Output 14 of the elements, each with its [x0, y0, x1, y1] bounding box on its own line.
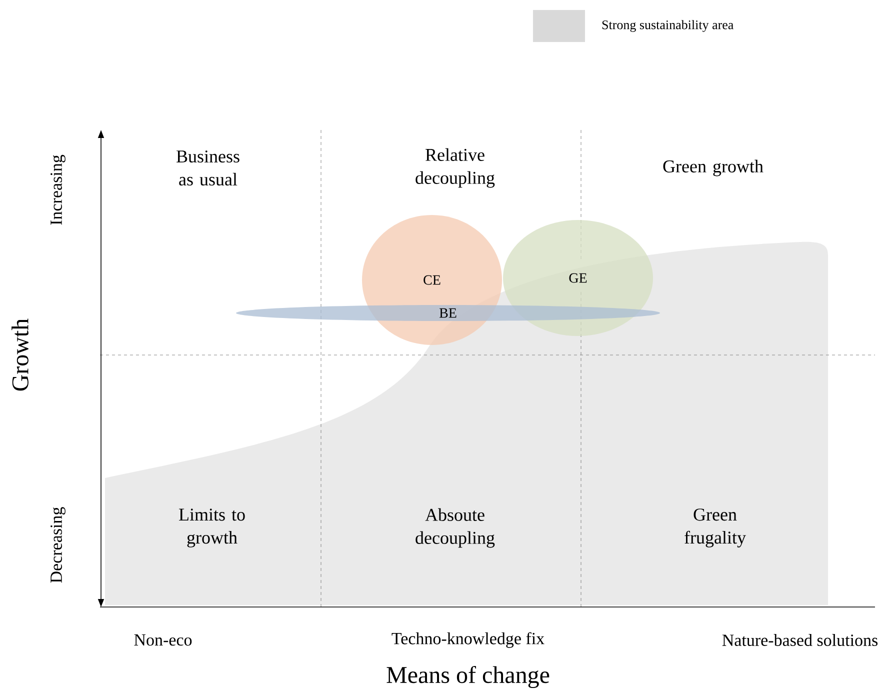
- axis-title: Growth: [12, 318, 28, 391]
- quadrant-label: Green growth: [663, 160, 764, 176]
- axis-tick-label: Non-eco: [134, 634, 192, 646]
- quadrant-label: Green frugality: [684, 508, 746, 548]
- axis-tick-label: Increasing: [50, 154, 66, 225]
- quadrant-label: Relative decoupling: [416, 148, 495, 188]
- axis-tick-label: Decreasing: [50, 507, 66, 583]
- axis-title: Means of change: [386, 666, 550, 688]
- axis-tick-label: Nature-based solutions: [722, 634, 878, 646]
- axis-tick-label: Techno-knowledge fix: [392, 632, 544, 648]
- legend-text: Strong sustainability area: [602, 20, 734, 32]
- quadrant-label: Business as usual: [176, 150, 240, 186]
- quadrant-label: Absoute decoupling: [416, 508, 495, 548]
- quadrant-label: Limits to growth: [179, 508, 245, 548]
